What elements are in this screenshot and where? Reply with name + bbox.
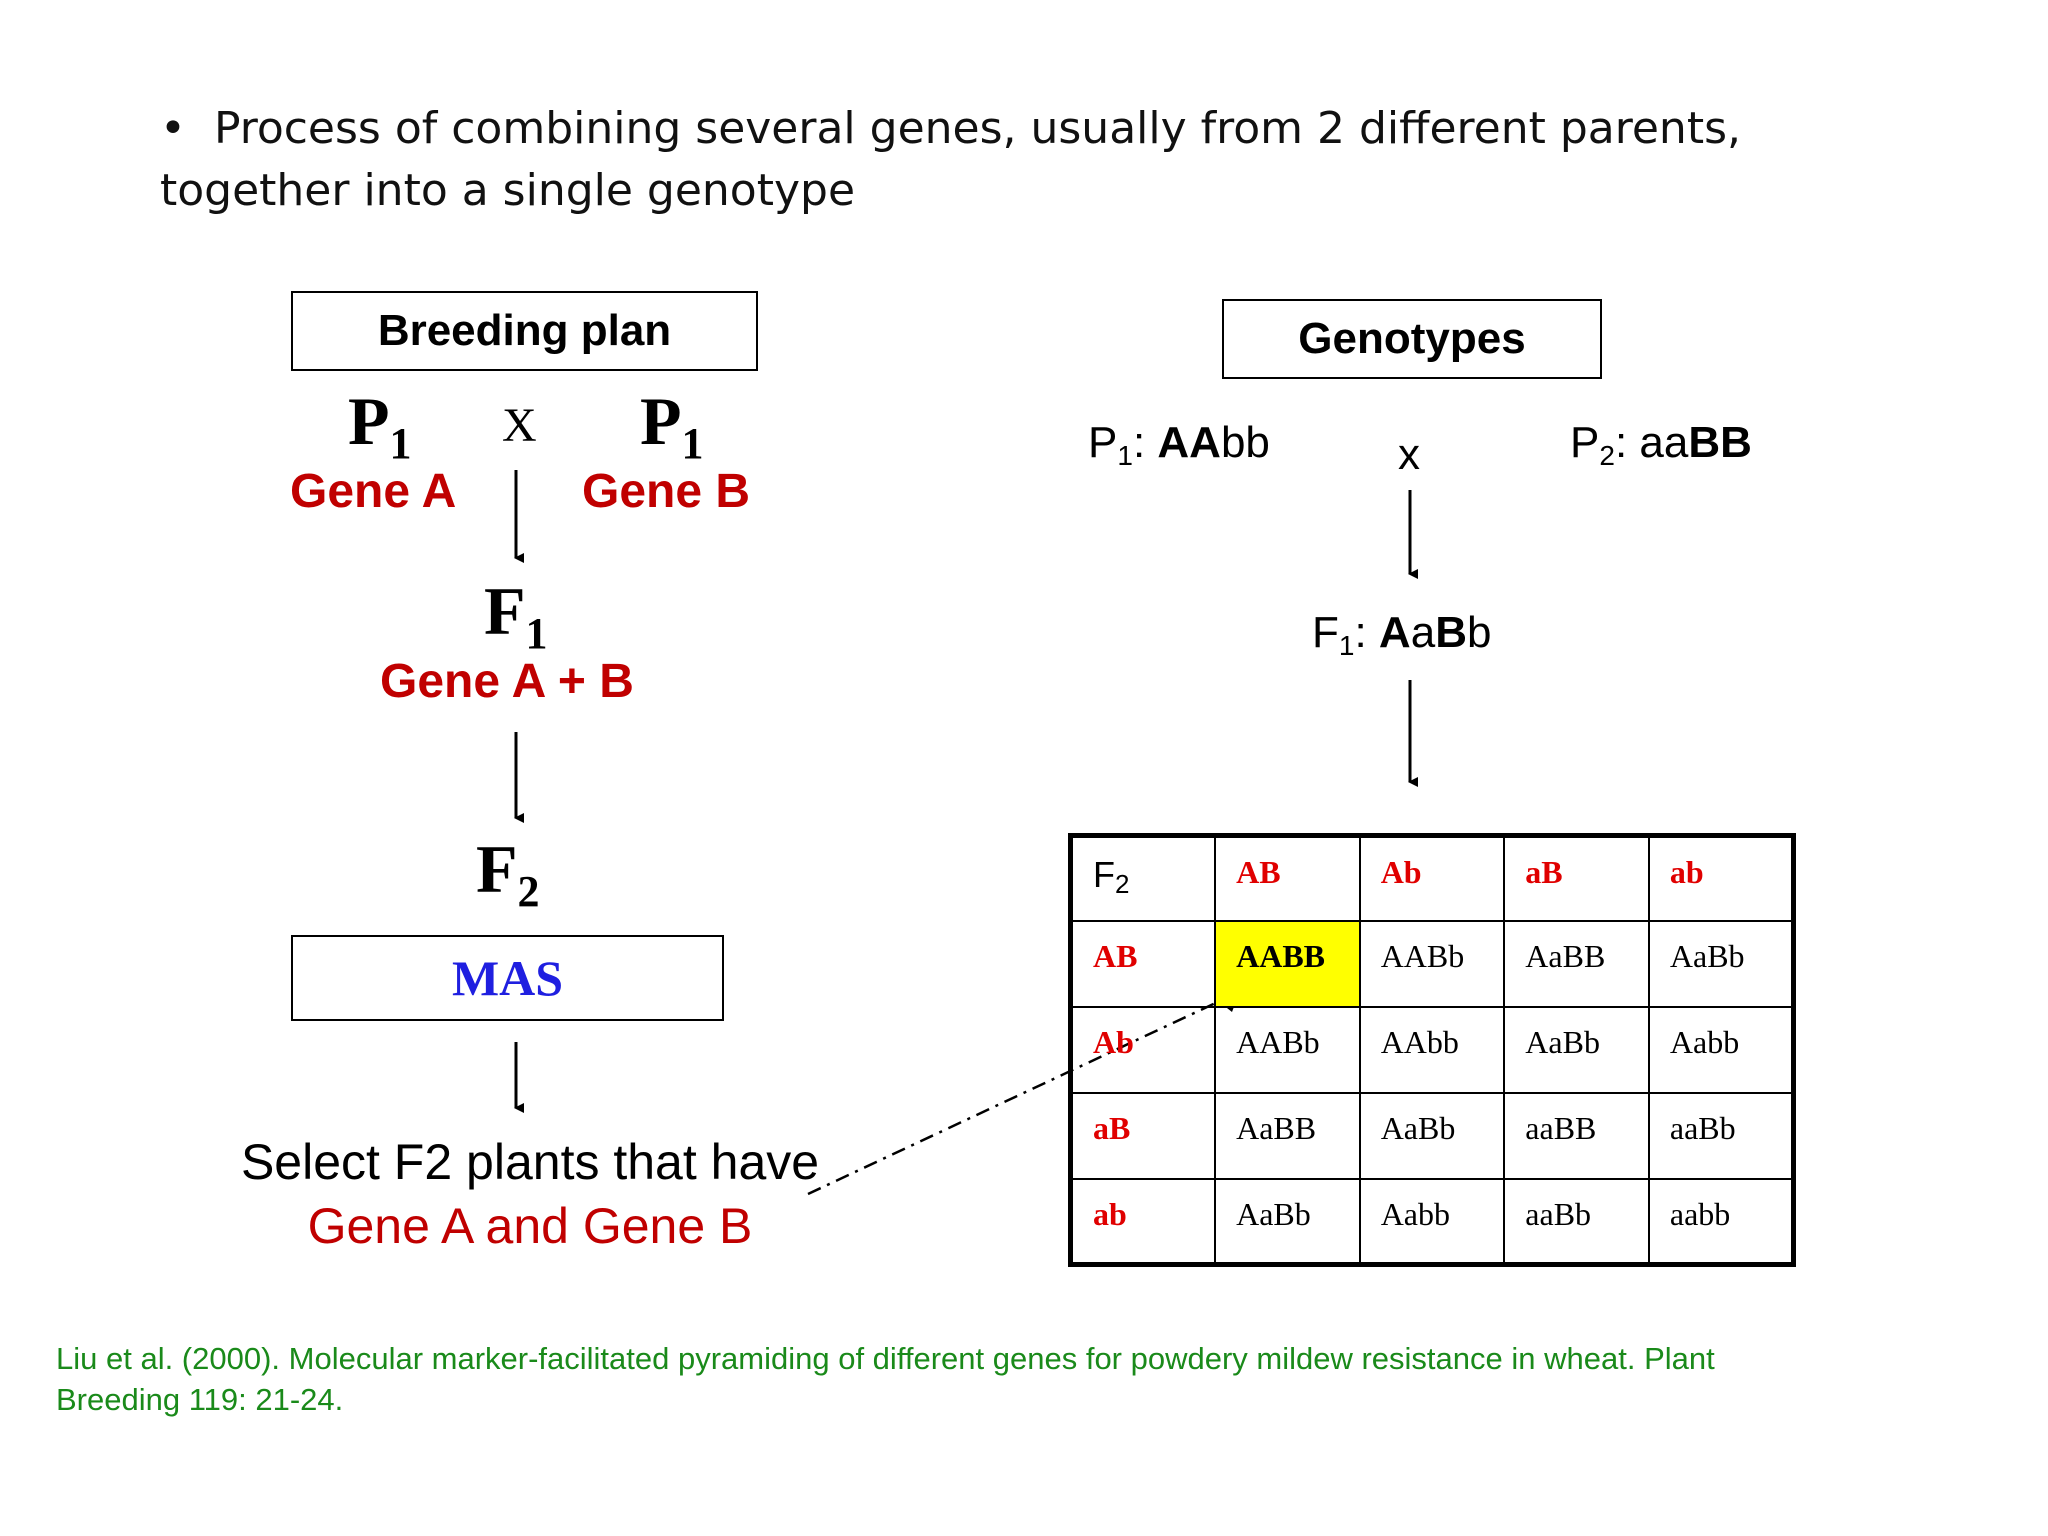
- genotype-p2: P2: aaBB: [1570, 418, 1752, 471]
- breeding-plan-title-box: Breeding plan: [291, 291, 758, 371]
- col-header: Ab: [1358, 834, 1506, 923]
- table-row: aB AaBB AaBb aaBB aaBb: [1069, 1091, 1795, 1180]
- col-header: aB: [1503, 834, 1650, 923]
- parent2-gene: Gene B: [582, 465, 751, 518]
- parent2-label: P1: [640, 383, 704, 468]
- table-row: ab AaBb Aabb aaBb aabb: [1069, 1177, 1795, 1266]
- row-header: ab: [1069, 1177, 1217, 1266]
- mas-box: MAS: [291, 935, 724, 1021]
- mas-label: MAS: [451, 950, 564, 1006]
- genotype-cell: aabb: [1647, 1177, 1795, 1266]
- genotype-cell: aaBB: [1503, 1091, 1650, 1180]
- punnett-corner: F2: [1069, 834, 1217, 923]
- row-header: Ab: [1069, 1006, 1217, 1094]
- intro-text: • Process of combining several genes, us…: [160, 98, 1760, 222]
- row-header: AB: [1069, 920, 1217, 1009]
- table-row: Ab AABb AAbb AaBb Aabb: [1069, 1006, 1795, 1094]
- genotype-cell: AABb: [1358, 920, 1506, 1009]
- intro-line-2: together into a single genotype: [160, 165, 856, 216]
- genotype-cell: AaBB: [1503, 920, 1650, 1009]
- genotype-p1: P1: AAbb: [1088, 418, 1270, 471]
- genotype-cell: AaBb: [1358, 1091, 1506, 1180]
- genotype-cell: AaBb: [1214, 1177, 1361, 1266]
- citation-line-1: Liu et al. (2000). Molecular marker-faci…: [56, 1341, 1715, 1376]
- breeding-plan-title: Breeding plan: [377, 306, 672, 355]
- genotype-cell: AABb: [1214, 1006, 1361, 1094]
- genotype-cell: AaBb: [1647, 920, 1795, 1009]
- genotype-cell: aaBb: [1647, 1091, 1795, 1180]
- table-row: AB AABB AABb AaBB AaBb: [1069, 920, 1795, 1009]
- genotype-cell: AaBb: [1503, 1006, 1650, 1094]
- genotype-cell: aaBb: [1503, 1177, 1650, 1266]
- genotype-cell: Aabb: [1358, 1177, 1506, 1266]
- punnett-header-row: F2 AB Ab aB ab: [1069, 834, 1795, 923]
- parent1-gene: Gene A: [290, 465, 457, 518]
- row-header: aB: [1069, 1091, 1217, 1180]
- genotype-cross-symbol: x: [1398, 430, 1420, 479]
- col-header: ab: [1647, 834, 1795, 923]
- col-header: AB: [1214, 834, 1361, 923]
- intro-line-1: Process of combining several genes, usua…: [213, 103, 1741, 154]
- parent1-label: P1: [348, 383, 412, 468]
- genotypes-title-box: Genotypes: [1222, 299, 1602, 379]
- citation-line-2: Breeding 119: 21-24.: [56, 1382, 344, 1417]
- citation: Liu et al. (2000). Molecular marker-faci…: [56, 1338, 1956, 1420]
- f1-gene: Gene A + B: [380, 655, 634, 708]
- cross-symbol: X: [502, 399, 537, 452]
- genotypes-title: Genotypes: [1298, 314, 1526, 363]
- f1-label: F1: [484, 573, 548, 658]
- genotype-cell: AAbb: [1358, 1006, 1506, 1094]
- selection-line-1: Select F2 plants that have: [240, 1134, 820, 1190]
- selection-line-2: Gene A and Gene B: [307, 1198, 753, 1254]
- punnett-square: F2 AB Ab aB ab AB AABB AABb AaBB AaBb Ab…: [1068, 833, 1796, 1267]
- f2-label: F2: [476, 831, 540, 916]
- genotype-cell: Aabb: [1647, 1006, 1795, 1094]
- genotype-f1: F1: AaBb: [1312, 608, 1492, 661]
- selection-text: Select F2 plants that have Gene A and Ge…: [210, 1130, 850, 1258]
- highlighted-genotype-cell: AABB: [1214, 920, 1361, 1009]
- bullet-mark: •: [160, 103, 186, 154]
- genotype-cell: AaBB: [1214, 1091, 1361, 1180]
